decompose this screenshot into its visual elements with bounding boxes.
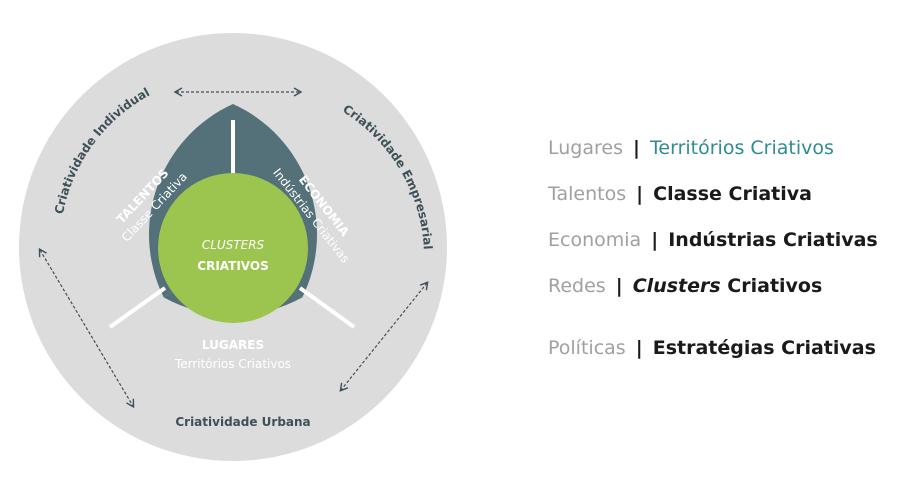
legend-value-italic: Clusters xyxy=(632,275,721,297)
legend-value: Classe Criativa xyxy=(653,183,812,205)
legend-value: Indústrias Criativas xyxy=(668,229,878,251)
arrow-left xyxy=(38,247,135,409)
arrows xyxy=(38,87,429,409)
segment-lugares-subtitle: Territórios Criativos xyxy=(174,357,291,371)
legend-key: Talentos xyxy=(548,183,627,205)
center-label-line2: CRIATIVOS xyxy=(197,259,268,273)
legend-row-politicas: Políticas | Estratégias Criativas xyxy=(548,336,876,360)
legend-value-rest: Criativos xyxy=(720,275,823,297)
legend-key: Redes xyxy=(548,275,606,297)
legend-key: Lugares xyxy=(548,137,623,159)
legend-separator: | xyxy=(651,229,659,251)
legend-key: Economia xyxy=(548,229,642,251)
legend-separator: | xyxy=(635,337,643,359)
legend-row-economia: Economia | Indústrias Criativas xyxy=(548,228,878,252)
legend-separator: | xyxy=(615,275,623,297)
arrow-right xyxy=(339,281,429,392)
legend-row-redes: Redes | Clusters Criativos xyxy=(548,274,822,298)
legend-row-talentos: Talentos | Classe Criativa xyxy=(548,182,812,206)
legend-row-lugares: Lugares | Territórios Criativos xyxy=(548,136,834,160)
center-label-line1: CLUSTERS xyxy=(202,238,265,252)
legend-key: Políticas xyxy=(548,337,626,359)
legend-separator: | xyxy=(636,183,644,205)
legend-value: Territórios Criativos xyxy=(650,137,834,159)
creativity-diagram: CLUSTERS CRIATIVOS TALENTOS Classe Criat… xyxy=(19,33,447,461)
center-circle xyxy=(158,173,308,323)
segment-lugares-title: LUGARES xyxy=(202,338,264,352)
outer-label-urbana: Criatividade Urbana xyxy=(175,415,310,429)
legend-separator: | xyxy=(633,137,640,159)
legend-value: Estratégias Criativas xyxy=(652,337,876,359)
legend-value: Clusters Criativos xyxy=(633,275,823,297)
